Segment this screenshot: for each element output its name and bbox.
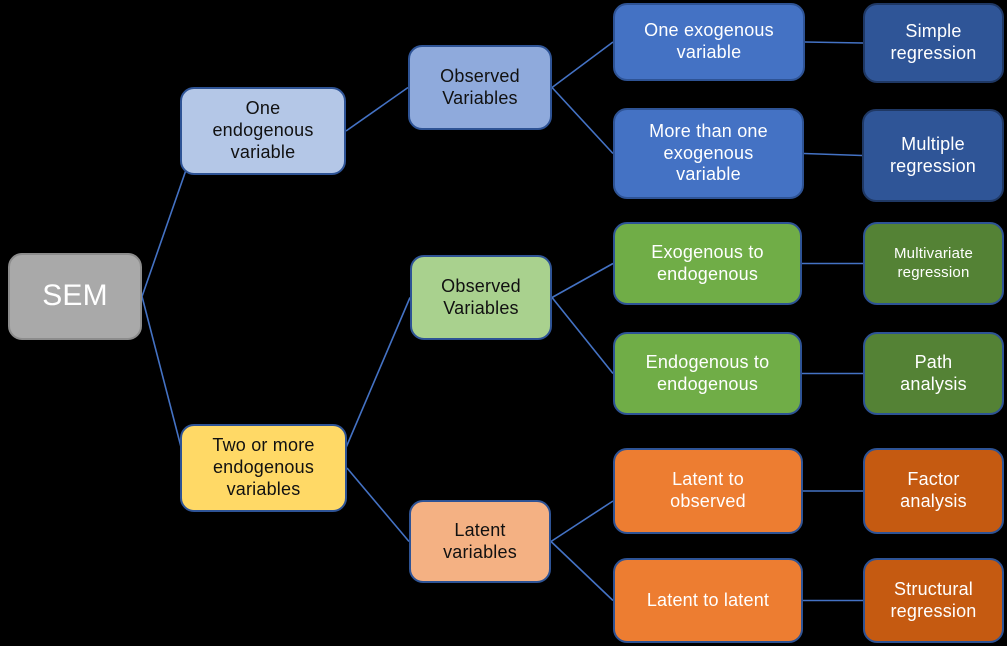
connector-obs-green-endo-endo xyxy=(551,296,614,375)
connector-latent-vars-lat-lat xyxy=(550,540,614,602)
connector-more-exo-multiple xyxy=(803,152,863,157)
connector-one-endo-obs-blue xyxy=(345,86,409,132)
node-label-endo-endo: Endogenous to endogenous xyxy=(645,351,770,394)
node-more-exo: More than one exogenous variable xyxy=(613,108,804,199)
node-lat-obs: Latent to observed xyxy=(613,448,803,534)
connector-sem-one-endo xyxy=(141,169,187,297)
node-label-obs-green: Observed Variables xyxy=(441,275,521,318)
connector-sem-two-endo xyxy=(141,296,182,448)
node-sem: SEM xyxy=(8,253,142,340)
node-label-lat-obs: Latent to observed xyxy=(670,469,746,511)
node-label-structural: Structural regression xyxy=(890,578,977,621)
connector-two-endo-obs-green xyxy=(344,297,411,451)
connector-latent-vars-lat-obs xyxy=(550,500,614,543)
node-exo-endo: Exogenous to endogenous xyxy=(613,222,802,305)
node-two-endo: Two or more endogenous variables xyxy=(180,424,347,512)
node-structural: Structural regression xyxy=(863,558,1004,643)
node-label-latent-vars: Latent variables xyxy=(443,519,517,562)
node-simple: Simple regression xyxy=(863,3,1004,83)
node-obs-green: Observed Variables xyxy=(410,255,552,340)
node-label-one-exo: One exogenous variable xyxy=(644,20,774,62)
node-label-more-exo: More than one exogenous variable xyxy=(649,120,768,185)
node-label-exo-endo: Exogenous to endogenous xyxy=(651,241,764,284)
node-label-factor: Factor analysis xyxy=(900,469,967,511)
node-lat-lat: Latent to latent xyxy=(613,558,803,643)
connector-obs-blue-one-exo xyxy=(551,41,614,89)
node-label-path: Path analysis xyxy=(900,351,967,394)
node-one-exo: One exogenous variable xyxy=(613,3,805,81)
connector-obs-blue-more-exo xyxy=(551,86,614,155)
node-latent-vars: Latent variables xyxy=(409,500,551,583)
node-multiple: Multiple regression xyxy=(862,109,1004,202)
node-multivariate: Multivariate regression xyxy=(863,222,1004,305)
node-label-multivariate: Multivariate regression xyxy=(893,245,974,281)
node-label-lat-lat: Latent to latent xyxy=(646,589,770,610)
node-label-simple: Simple regression xyxy=(890,21,977,63)
connector-obs-green-exo-endo xyxy=(551,262,614,299)
connector-one-exo-simple xyxy=(804,41,864,44)
node-label-sem: SEM xyxy=(42,279,108,313)
node-label-two-endo: Two or more endogenous variables xyxy=(212,435,315,499)
node-endo-endo: Endogenous to endogenous xyxy=(613,332,802,415)
node-path: Path analysis xyxy=(863,332,1004,415)
node-obs-blue: Observed Variables xyxy=(408,45,552,130)
node-label-one-endo: One endogenous variable xyxy=(212,98,314,162)
node-label-multiple: Multiple regression xyxy=(889,133,977,176)
node-factor: Factor analysis xyxy=(863,448,1004,534)
node-one-endo: One endogenous variable xyxy=(180,87,346,175)
connector-two-endo-latent-vars xyxy=(346,467,410,543)
node-label-obs-blue: Observed Variables xyxy=(440,65,520,108)
